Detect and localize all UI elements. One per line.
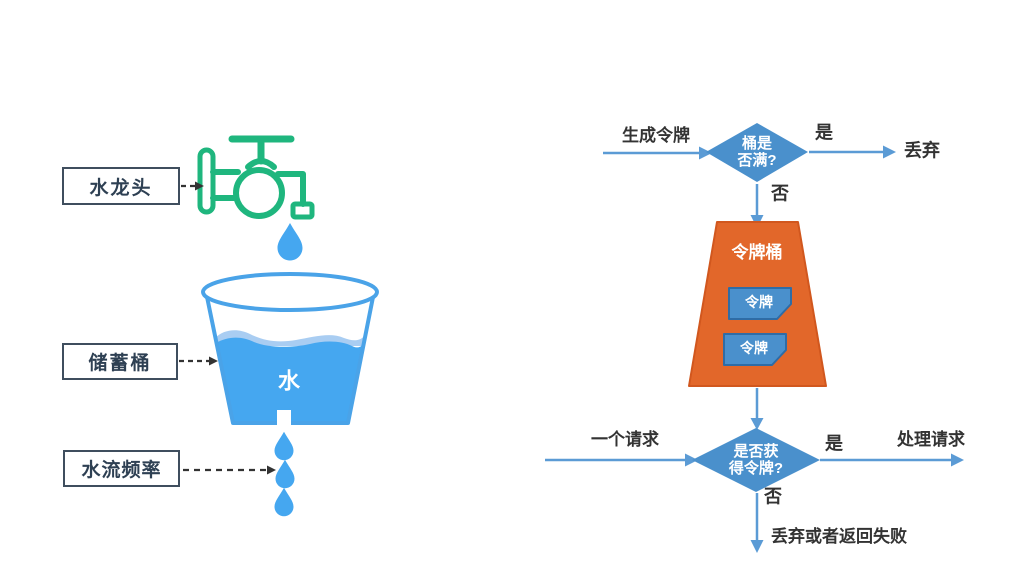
token-2-label: 令牌 (740, 339, 768, 356)
decision-diamond-bucket-full (706, 123, 808, 182)
bucket-label: 储蓄桶 (88, 353, 152, 374)
token-tag-icon-2 (723, 333, 787, 366)
no-label-bottom: 否 (764, 486, 782, 507)
node-flow-rate-label-box: 水流频率 (63, 450, 180, 487)
drip-icons (274, 431, 295, 517)
no-label-top: 否 (771, 183, 789, 204)
flow-arrow-process (820, 453, 964, 467)
dashed-arrow-faucet (181, 181, 204, 191)
dashed-arrow-bucket (179, 356, 218, 366)
flow-arrow-discard (809, 145, 896, 159)
discard-label: 丢弃 (904, 140, 940, 161)
water-drop-icon (277, 223, 303, 261)
generate-token-label: 生成令牌 (622, 126, 690, 146)
token-tag-icon-1 (728, 287, 792, 320)
faucet-label: 水龙头 (89, 177, 153, 199)
process-request-label: 处理请求 (897, 430, 965, 450)
water-label: 水 (277, 368, 301, 394)
decision-got-token-text: 是否获 得令牌? (728, 442, 784, 477)
flow-rate-label: 水流频率 (81, 460, 162, 481)
decision-bucket-full-text: 桶是 否满? (737, 134, 777, 169)
flow-arrow-fail (750, 493, 764, 553)
fail-label: 丢弃或者返回失败 (771, 527, 907, 547)
token-1-label: 令牌 (745, 293, 773, 310)
decision-diamond-got-token (692, 428, 820, 492)
request-label: 一个请求 (591, 430, 659, 450)
yes-label-top: 是 (815, 122, 833, 143)
faucet-icon (197, 135, 315, 220)
bucket-leak-notch (277, 410, 291, 425)
node-bucket-label-box: 储蓄桶 (62, 343, 178, 380)
flow-arrow-request (545, 453, 698, 467)
yes-label-bottom: 是 (825, 433, 843, 454)
flow-arrow-bucket-to-decision (750, 388, 764, 430)
dashed-arrow-flow-rate (183, 465, 276, 475)
bucket-icon (201, 272, 379, 425)
node-faucet-label-box: 水龙头 (62, 167, 180, 205)
flow-arrow-generate (603, 146, 712, 160)
token-bucket-title: 令牌桶 (731, 243, 783, 263)
